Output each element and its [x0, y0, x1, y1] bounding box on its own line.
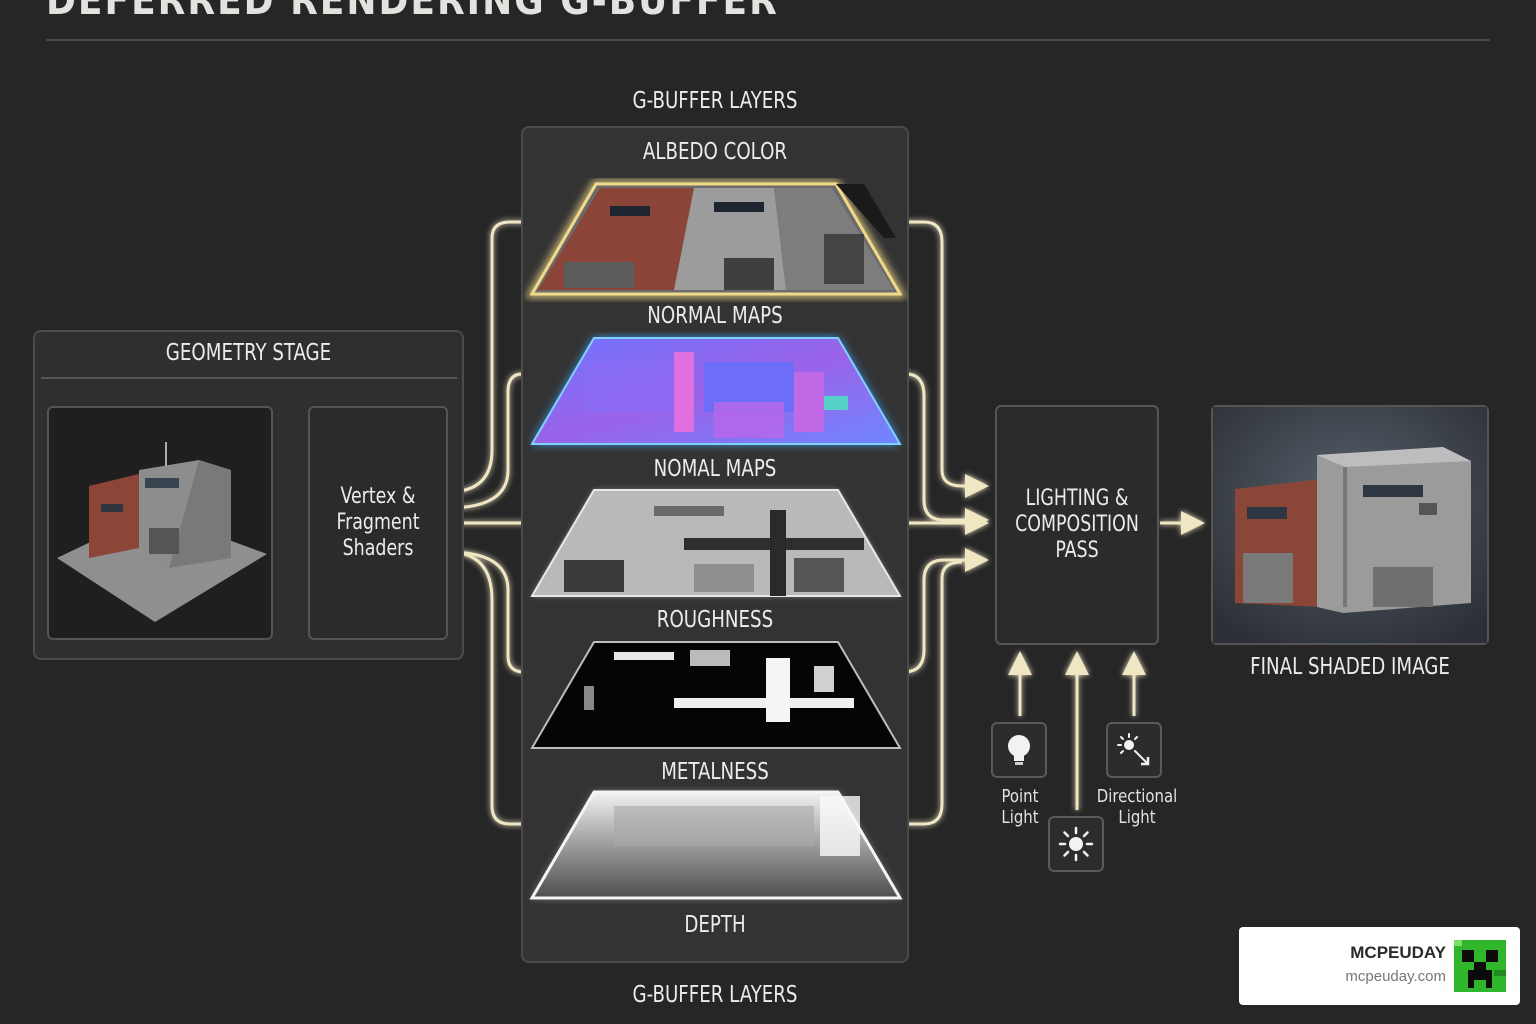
watermark-badge[interactable]: MCPEUDAY mcpeuday.com	[1239, 927, 1520, 1005]
ambient-light-button	[1048, 816, 1104, 872]
albedo-layer-tile	[525, 180, 907, 298]
bulb-icon	[1008, 735, 1030, 765]
layer-label-roughness: ROUGHNESS	[656, 607, 774, 633]
layer-label-normal-2: NOMAL MAPS	[653, 456, 777, 482]
watermark-url: mcpeuday.com	[1345, 968, 1446, 985]
title-divider	[46, 39, 1490, 41]
sun-icon	[1058, 826, 1094, 862]
directional-light-button	[1106, 722, 1162, 778]
final-image-frame	[1211, 405, 1489, 645]
normal-map-layer-tile	[530, 337, 902, 445]
layer-label-depth: DEPTH	[684, 912, 746, 938]
roughness-layer-tile	[530, 489, 902, 597]
gbuffer-bottom-label: G-BUFFER LAYERS	[632, 982, 798, 1008]
vertex-fragment-shaders-box: Vertex & Fragment Shaders	[308, 406, 448, 640]
layer-label-metalness: METALNESS	[661, 759, 769, 785]
lighting-label: LIGHTING & COMPOSITION PASS	[1015, 486, 1139, 563]
gbuffer-top-label: G-BUFFER LAYERS	[632, 88, 798, 114]
geometry-divider	[41, 377, 457, 379]
point-light-button	[991, 722, 1047, 778]
point-light-label: Point Light	[1001, 786, 1039, 828]
metalness-layer-tile	[530, 641, 902, 749]
lighting-composition-box: LIGHTING & COMPOSITION PASS	[995, 405, 1159, 645]
final-image-label: FINAL SHADED IMAGE	[1250, 654, 1450, 680]
layer-label-normal-1: NORMAL MAPS	[647, 303, 783, 329]
geometry-stage-title: GEOMETRY STAGE	[165, 340, 332, 366]
depth-layer-tile	[529, 790, 903, 900]
page-title: DEFERRED RENDERING G-BUFFER	[46, 0, 779, 24]
creeper-logo-icon	[1454, 940, 1506, 992]
geometry-preview	[47, 406, 273, 640]
watermark-name: MCPEUDAY	[1350, 943, 1446, 962]
layer-label-albedo: ALBEDO COLOR	[642, 139, 788, 165]
directional-light-label: Directional Light	[1096, 786, 1178, 828]
building-model-icon	[57, 442, 267, 622]
shader-label: Vertex & Fragment Shaders	[336, 484, 420, 561]
final-building-render	[1213, 407, 1487, 643]
directional-light-icon	[1117, 733, 1150, 766]
